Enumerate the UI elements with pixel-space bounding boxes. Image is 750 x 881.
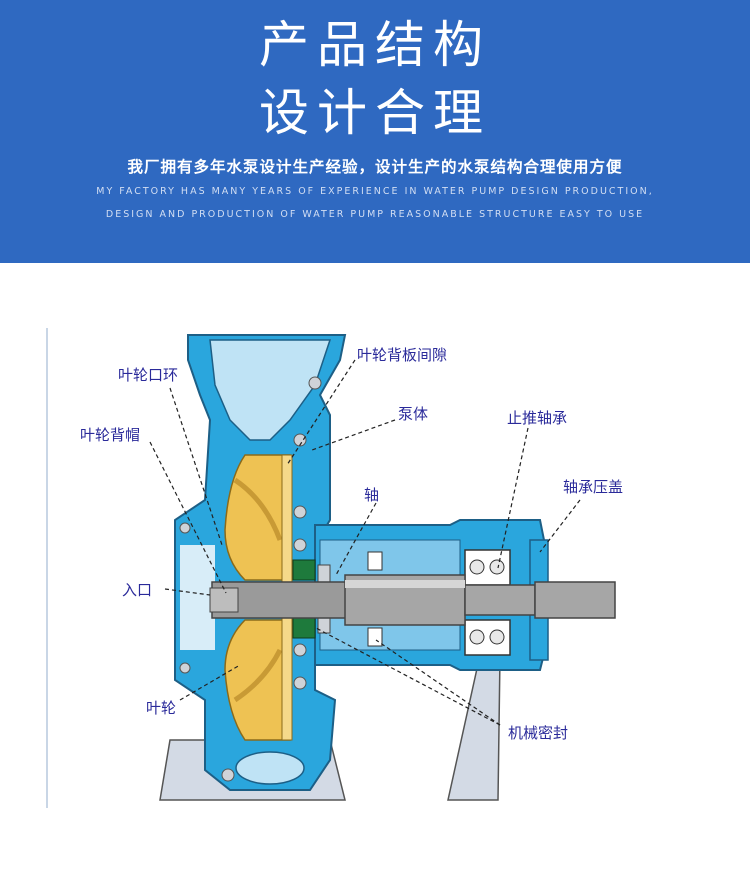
leader-thrust-bearing (497, 427, 529, 569)
label-shaft: 轴 (364, 486, 379, 504)
label-mech-seal: 机械密封 (508, 724, 568, 742)
leader-impeller (179, 664, 241, 701)
label-impeller-ring: 叶轮口环 (118, 366, 178, 384)
title-line-2: 设计合理 (259, 84, 491, 142)
leader-bearing-cover (539, 499, 581, 553)
leader-inlet (164, 588, 211, 596)
leader-lines (149, 359, 581, 726)
header-banner: 产品结构 设计合理 我厂拥有多年水泵设计生产经验，设计生产的水泵结构合理使用方便… (0, 0, 750, 263)
title-line-1: 产品结构 (259, 16, 491, 74)
label-inlet: 入口 (122, 581, 152, 599)
leader-impeller-cap (149, 441, 227, 594)
label-impeller-cap: 叶轮背帽 (80, 426, 140, 444)
label-backplate-gap: 叶轮背板间隙 (357, 346, 447, 364)
label-thrust-bearing: 止推轴承 (507, 409, 567, 427)
label-pump-body: 泵体 (398, 405, 428, 423)
label-impeller: 叶轮 (146, 699, 176, 717)
leader-pump-body (311, 419, 396, 451)
label-bearing-cover: 轴承压盖 (563, 478, 623, 496)
english-line-1: MY FACTORY HAS MANY YEARS OF EXPERIENCE … (96, 186, 654, 197)
pump-diagram-svg: 叶轮口环 叶轮背帽 入口 叶轮 叶轮背板间隙 泵体 轴 止推轴承 轴承压盖 机械… (46, 328, 623, 808)
shaft (209, 574, 616, 626)
english-line-2: DESIGN AND PRODUCTION OF WATER PUMP REAS… (105, 209, 645, 220)
subtitle: 我厂拥有多年水泵设计生产经验，设计生产的水泵结构合理使用方便 (127, 158, 623, 176)
pump-structure-diagram: 叶轮口环 叶轮背帽 入口 叶轮 叶轮背板间隙 泵体 轴 止推轴承 轴承压盖 机械… (0, 263, 750, 877)
